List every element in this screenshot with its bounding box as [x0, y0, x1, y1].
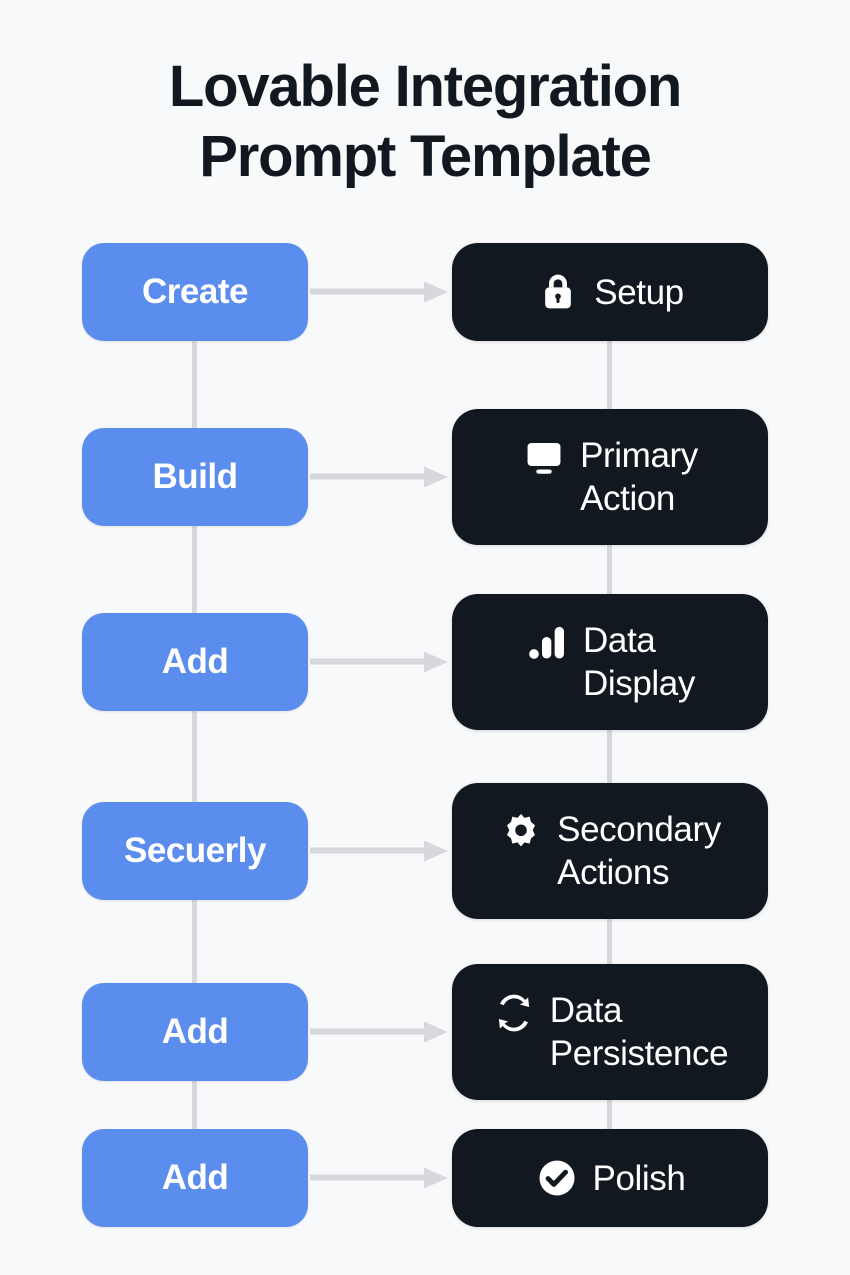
bar-chart-icon: [525, 621, 569, 665]
step-card-content: Data Display: [525, 619, 695, 705]
step-card-label: Primary Action: [580, 436, 698, 518]
flow-row: Add Data Display: [0, 594, 850, 730]
flow-row: Create Setup: [0, 243, 850, 341]
lock-icon: [536, 270, 580, 314]
arrow-right-icon: [310, 649, 450, 675]
step-card-label: Secondary Actions: [557, 810, 721, 892]
action-pill-add[interactable]: Add: [82, 613, 308, 711]
step-card-label: Data Display: [583, 621, 695, 703]
page-title: Lovable Integration Prompt Template: [0, 52, 850, 192]
action-pill-add[interactable]: Add: [82, 983, 308, 1081]
step-card-content: Polish: [535, 1156, 686, 1200]
arrow-right-icon: [310, 838, 450, 864]
step-card-polish[interactable]: Polish: [452, 1129, 768, 1227]
check-circle-icon: [535, 1156, 579, 1200]
action-pill-add[interactable]: Add: [82, 1129, 308, 1227]
step-card-content: Setup: [536, 270, 684, 314]
step-card-primary-action[interactable]: Primary Action: [452, 409, 768, 545]
action-pill-label: Add: [161, 1158, 229, 1197]
step-card-data-display[interactable]: Data Display: [452, 594, 768, 730]
sync-icon: [492, 991, 536, 1035]
step-card-content: Data Persistence: [492, 989, 729, 1075]
arrow-right-icon: [310, 1165, 450, 1191]
step-card-content: Primary Action: [522, 434, 698, 520]
gear-icon: [499, 810, 543, 854]
flow-row: Add Data Persistence: [0, 964, 850, 1100]
step-card-data-persistence[interactable]: Data Persistence: [452, 964, 768, 1100]
page-title-line-1: Lovable Integration: [168, 54, 682, 119]
step-card-label: Polish: [592, 1158, 686, 1198]
action-pill-label: Create: [142, 272, 248, 311]
arrow-right-icon: [310, 1019, 450, 1045]
monitor-icon: [522, 436, 566, 480]
step-card-content: Secondary Actions: [499, 808, 721, 894]
flow-row: Add Polish: [0, 1129, 850, 1227]
step-card-label: Setup: [594, 272, 684, 312]
action-pill-label: Add: [161, 642, 229, 681]
step-card-setup[interactable]: Setup: [452, 243, 768, 341]
action-pill-label: Add: [161, 1012, 229, 1051]
action-pill-secuerly[interactable]: Secuerly: [82, 802, 308, 900]
step-card-secondary-actions[interactable]: Secondary Actions: [452, 783, 768, 919]
left-column-connector: [192, 293, 197, 1173]
page-title-line-2: Prompt Template: [199, 124, 652, 189]
arrow-right-icon: [310, 464, 450, 490]
right-column-connector: [607, 293, 612, 1173]
arrow-right-icon: [310, 279, 450, 305]
action-pill-build[interactable]: Build: [82, 428, 308, 526]
flow-row: Build Primary Action: [0, 409, 850, 545]
flow-row: Secuerly Secondary Actions: [0, 783, 850, 919]
action-pill-label: Build: [152, 457, 238, 496]
step-card-label: Data Persistence: [549, 991, 729, 1073]
action-pill-label: Secuerly: [124, 831, 266, 870]
action-pill-create[interactable]: Create: [82, 243, 308, 341]
